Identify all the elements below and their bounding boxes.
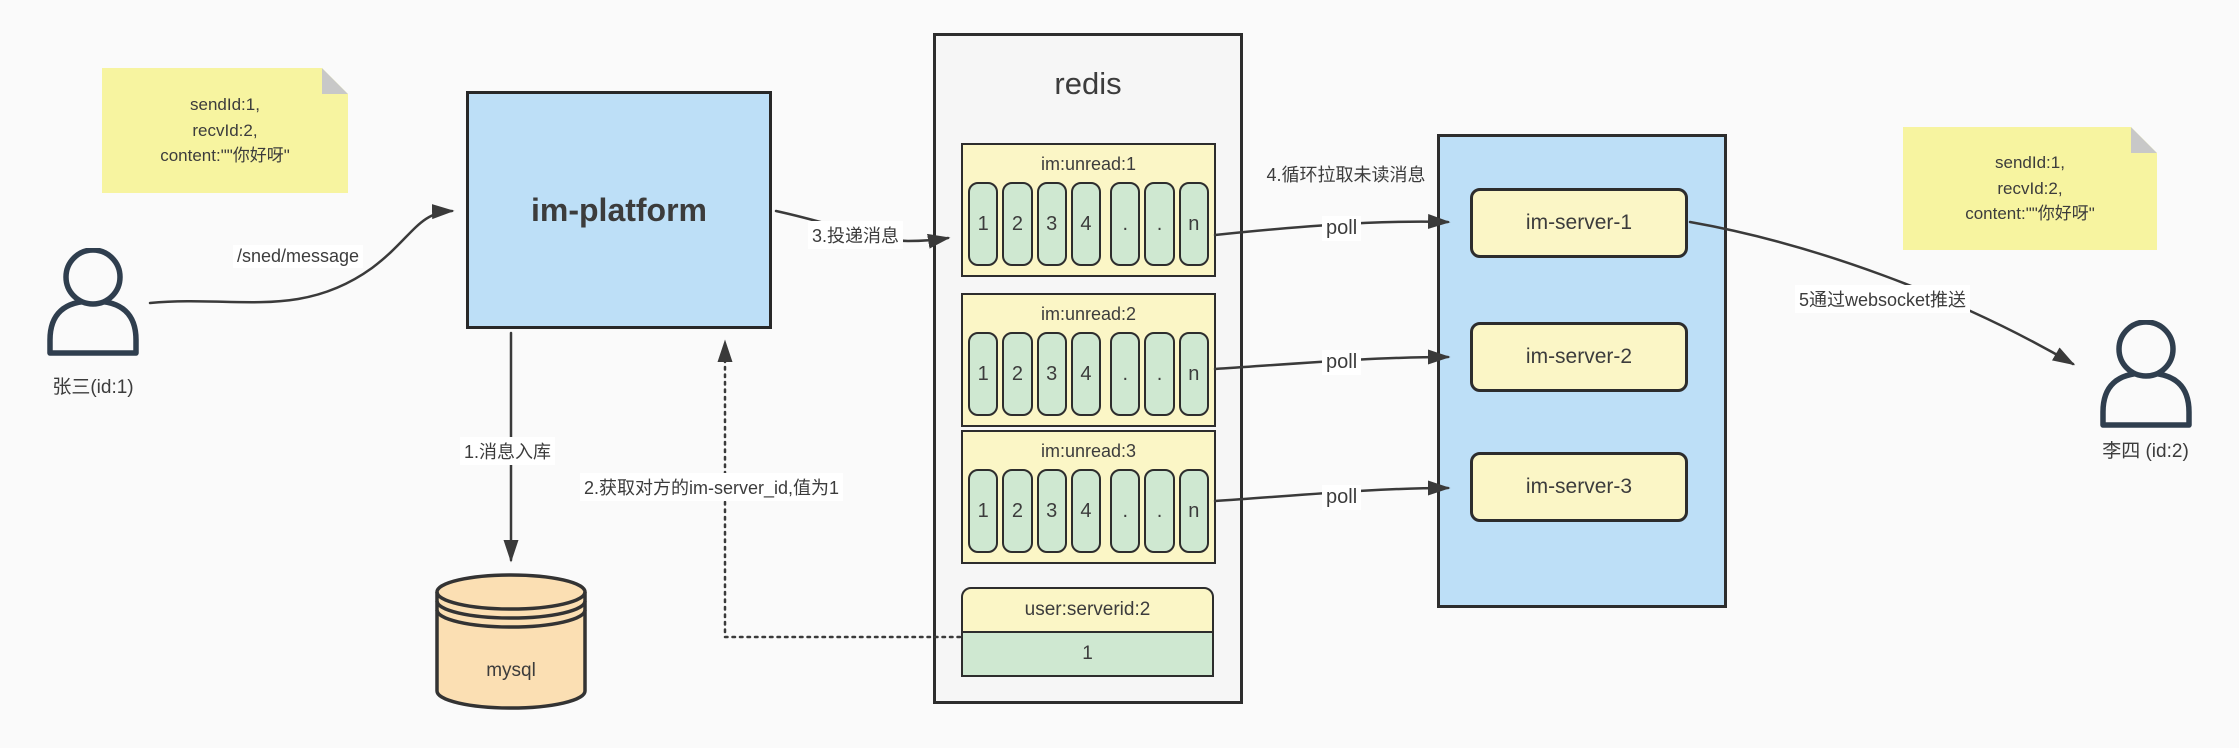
queue-cell: 2 xyxy=(1002,332,1033,416)
edge-label-step4: 4.循环拉取未读消息 xyxy=(1266,165,1426,185)
queue-cell: 4 xyxy=(1070,182,1102,266)
queue-cell: 4 xyxy=(1070,469,1102,553)
sticky-note-right[interactable]: sendId:1, recvId:2, content:""你好呀" xyxy=(1903,127,2157,250)
sticky-note-left[interactable]: sendId:1, recvId:2, content:""你好呀" xyxy=(102,68,348,193)
receiver-label: 李四 (id:2) xyxy=(2102,441,2189,462)
queue-cells: 1 2 3 4 . . n xyxy=(963,182,1214,275)
queue-cell: 2 xyxy=(1002,182,1033,266)
redis-title: redis xyxy=(1054,66,1122,101)
edge-label-poll-2: poll xyxy=(1322,350,1362,375)
queue-cell: . xyxy=(1144,182,1175,266)
queue-header: im:unread:1 xyxy=(1040,154,1137,174)
queue-cell: . xyxy=(1144,332,1175,416)
queue-cell: 1 xyxy=(968,469,999,553)
im-platform-label: im-platform xyxy=(531,191,707,228)
note-line: content:""你好呀" xyxy=(160,146,290,166)
user-serverid-node[interactable]: user:serverid:2 1 xyxy=(961,587,1214,677)
im-server-label: im-server-2 xyxy=(1525,345,1633,368)
queue-cells: 1 2 3 4 . . n xyxy=(963,332,1214,425)
note-fold-icon xyxy=(2131,127,2157,153)
redis-queue-unread-1[interactable]: im:unread:1 1 2 3 4 . . n xyxy=(961,143,1216,277)
edge-label-step5: 5通过websocket推送 xyxy=(1795,285,1971,313)
note-line: recvId:2, xyxy=(1997,178,2063,198)
im-server-label: im-server-3 xyxy=(1525,475,1633,498)
im-server-label: im-server-1 xyxy=(1525,211,1633,234)
sender-user-icon[interactable] xyxy=(43,248,143,356)
receiver-user-icon[interactable] xyxy=(2096,320,2196,428)
im-server-1-node[interactable]: im-server-1 xyxy=(1470,188,1688,258)
queue-cell: 1 xyxy=(968,182,999,266)
queue-cell: . xyxy=(1144,469,1175,553)
redis-queue-unread-3[interactable]: im:unread:3 1 2 3 4 . . n xyxy=(961,430,1216,564)
queue-cells: 1 2 3 4 . . n xyxy=(963,469,1214,562)
queue-cell: n xyxy=(1178,332,1209,416)
im-server-3-node[interactable]: im-server-3 xyxy=(1470,452,1688,522)
edge-label-step1: 1.消息入库 xyxy=(460,437,556,465)
mysql-database-node[interactable]: mysql xyxy=(434,570,588,712)
sender-label: 张三(id:1) xyxy=(52,377,134,398)
queue-cell: 2 xyxy=(1002,469,1033,553)
queue-cell: 4 xyxy=(1070,332,1102,416)
queue-cell: 3 xyxy=(1036,469,1067,553)
queue-cell: 1 xyxy=(968,332,999,416)
mysql-label: mysql xyxy=(486,660,536,681)
note-fold-icon xyxy=(322,68,348,94)
edge-label-step2: 2.获取对方的im-server_id,值为1 xyxy=(580,473,844,501)
im-server-2-node[interactable]: im-server-2 xyxy=(1470,322,1688,392)
note-line: content:""你好呀" xyxy=(1965,204,2095,224)
queue-header: im:unread:3 xyxy=(1040,441,1137,461)
kv-key: user:serverid:2 xyxy=(961,587,1214,633)
queue-cell: n xyxy=(1178,182,1209,266)
edge-label-poll-3: poll xyxy=(1322,485,1362,510)
queue-header: im:unread:2 xyxy=(1040,304,1137,324)
edge-label-step3: 3.投递消息 xyxy=(808,221,904,249)
im-platform-node[interactable]: im-platform xyxy=(466,91,772,329)
edge-label-send-message: /sned/message xyxy=(233,245,364,268)
queue-cell: . xyxy=(1110,182,1141,266)
note-line: recvId:2, xyxy=(192,120,258,140)
note-line: sendId:1, xyxy=(1995,153,2065,173)
queue-cell: n xyxy=(1178,469,1209,553)
kv-value: 1 xyxy=(961,633,1214,677)
queue-cell: . xyxy=(1110,332,1141,416)
note-line: sendId:1, xyxy=(190,95,260,115)
queue-cell: 3 xyxy=(1036,182,1067,266)
redis-queue-unread-2[interactable]: im:unread:2 1 2 3 4 . . n xyxy=(961,293,1216,427)
queue-cell: 3 xyxy=(1036,332,1067,416)
queue-cell: . xyxy=(1110,469,1141,553)
edge-label-poll-1: poll xyxy=(1322,216,1362,241)
